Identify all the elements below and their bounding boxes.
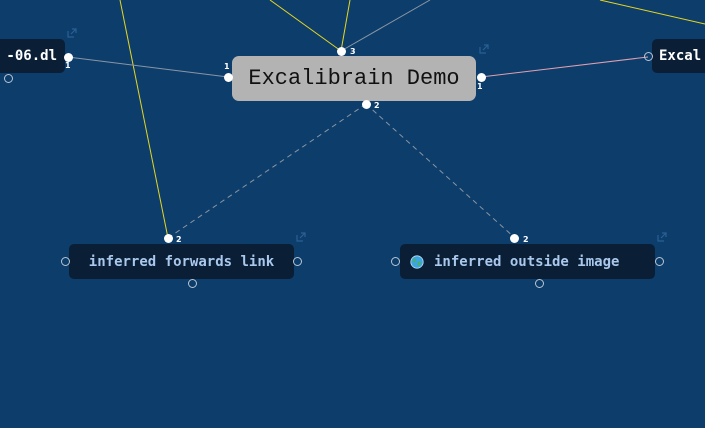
central-node-label: Excalibrain Demo: [248, 66, 460, 91]
right-node-label: Excal: [659, 48, 702, 64]
child-forwards-port-bottom[interactable]: [188, 279, 197, 288]
central-port-bottom[interactable]: [362, 100, 371, 109]
globe-icon: [410, 254, 424, 269]
edge-inferred-forwards: [167, 103, 367, 239]
central-port-left[interactable]: [224, 73, 233, 82]
child-node-forwards-label: inferred forwards link: [88, 253, 275, 270]
open-external-icon[interactable]: [656, 231, 668, 243]
child-node-outside[interactable]: inferred outside image: [400, 244, 655, 279]
edge-pink-right: [480, 56, 649, 78]
central-count-bottom: 2: [374, 101, 380, 110]
child-forwards-port-left[interactable]: [61, 257, 70, 266]
central-port-right[interactable]: [477, 73, 486, 82]
central-count-left: 1: [224, 62, 230, 71]
child-forwards-count: 2: [176, 235, 182, 244]
left-node-label: -06.dl: [6, 48, 57, 64]
edge-yellow-3: [340, 0, 351, 52]
child-node-forwards[interactable]: inferred forwards link: [69, 244, 294, 279]
child-forwards-port-right[interactable]: [293, 257, 302, 266]
edge-yellow-2: [269, 0, 342, 52]
child-forwards-port-top[interactable]: [164, 234, 173, 243]
left-node-port-right[interactable]: [64, 53, 73, 62]
edge-gray-1: [340, 0, 431, 52]
child-outside-port-top[interactable]: [510, 234, 519, 243]
edge-yellow-4: [599, 0, 705, 25]
right-node[interactable]: Excal: [652, 39, 705, 73]
left-node-count: 1: [65, 61, 71, 70]
left-node-port-bottom[interactable]: [4, 74, 13, 83]
central-port-top[interactable]: [337, 47, 346, 56]
edge-gray-left: [67, 56, 229, 78]
child-outside-port-right[interactable]: [655, 257, 664, 266]
open-external-icon[interactable]: [66, 27, 78, 39]
right-node-port-left[interactable]: [644, 52, 653, 61]
left-node[interactable]: -06.dl: [0, 39, 65, 73]
child-outside-port-bottom[interactable]: [535, 279, 544, 288]
central-count-top: 3: [350, 47, 356, 56]
central-node[interactable]: Excalibrain Demo: [232, 56, 476, 101]
open-external-icon[interactable]: [478, 43, 490, 55]
child-outside-port-left[interactable]: [391, 257, 400, 266]
central-count-right: 1: [477, 82, 483, 91]
child-node-outside-label: inferred outside image: [434, 253, 620, 270]
edge-yellow-1: [119, 0, 169, 239]
child-outside-count: 2: [523, 235, 529, 244]
edge-inferred-outside: [365, 103, 516, 239]
open-external-icon[interactable]: [295, 231, 307, 243]
